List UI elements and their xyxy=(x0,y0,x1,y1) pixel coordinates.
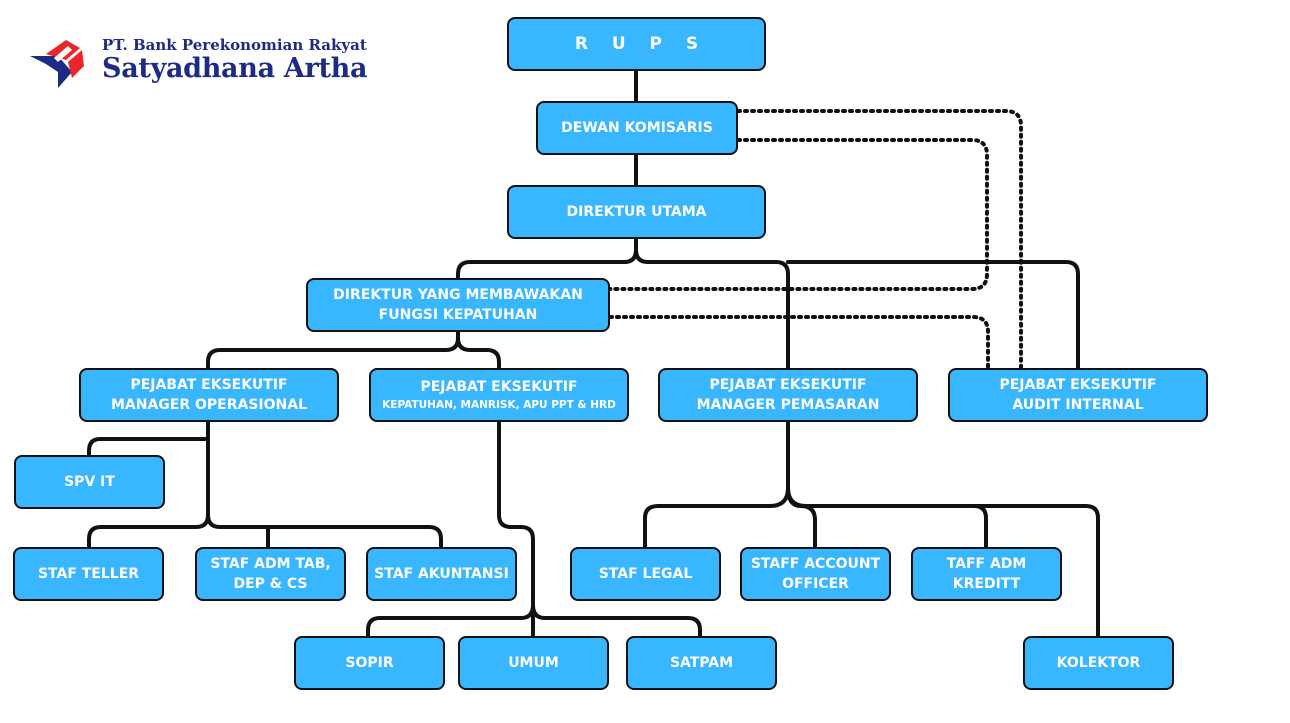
node-kolektor-label: KOLEKTOR xyxy=(1056,655,1141,671)
node-pe-audit[interactable]: PEJABAT EKSEKUTIF AUDIT INTERNAL xyxy=(948,368,1208,422)
node-satpam[interactable]: SATPAM xyxy=(626,636,777,690)
node-taff-adm-kredit-line2: KREDITT xyxy=(952,576,1021,592)
connector-kepatuhan-operasional xyxy=(206,329,460,371)
node-pe-audit-line2: AUDIT INTERNAL xyxy=(1012,397,1144,413)
node-staf-akuntansi-label: STAF AKUNTANSI xyxy=(374,566,509,582)
node-staf-legal-label: STAF LEGAL xyxy=(598,566,693,582)
connector-dirut-audit xyxy=(786,260,1080,371)
node-staf-legal[interactable]: STAF LEGAL xyxy=(570,547,721,601)
node-staf-teller[interactable]: STAF TELLER xyxy=(13,547,164,601)
connector-operasional-spv-it-branch xyxy=(87,437,210,458)
company-name-line1: PT. Bank Perekonomian Rakyat xyxy=(102,36,367,54)
node-spv-it[interactable]: SPV IT xyxy=(14,455,165,509)
connector-umum-sopir xyxy=(366,603,535,638)
node-kolektor[interactable]: KOLEKTOR xyxy=(1023,636,1174,690)
node-rups[interactable]: R U P S xyxy=(507,17,766,71)
node-satpam-label: SATPAM xyxy=(669,655,734,671)
node-staf-adm-tab-line2: DEP & CS xyxy=(233,576,308,592)
dotted-komisaris-audit xyxy=(736,109,1023,371)
connector-operasional-teller xyxy=(87,513,210,550)
node-pe-kepatuhan[interactable]: PEJABAT EKSEKUTIF KEPATUHAN, MANRISK, AP… xyxy=(369,368,629,422)
node-staf-akuntansi[interactable]: STAF AKUNTANSI xyxy=(366,547,517,601)
node-staf-adm-tab-line1: STAF ADM TAB, xyxy=(210,556,331,572)
node-rups-label: R U P S xyxy=(574,34,708,54)
node-direktur-kepatuhan[interactable]: DIREKTUR YANG MEMBAWAKAN FUNGSI KEPATUHA… xyxy=(306,278,610,332)
node-direktur-kepatuhan-line1: DIREKTUR YANG MEMBAWAKAN xyxy=(333,287,583,303)
node-taff-adm-kredit-line1: TAFF ADM xyxy=(946,556,1027,572)
connector-dirut-kepatuhan xyxy=(456,236,638,282)
node-pe-pemasaran-line1: PEJABAT EKSEKUTIF xyxy=(709,377,867,393)
company-logo: PT. Bank Perekonomian Rakyat Satyadhana … xyxy=(28,36,408,96)
node-sopir[interactable]: SOPIR xyxy=(294,636,445,690)
node-pe-operasional-line2: MANAGER OPERASIONAL xyxy=(110,397,308,413)
connector-pemasaran-admkredit xyxy=(786,486,988,550)
node-staf-teller-label: STAF TELLER xyxy=(37,566,140,582)
node-umum-label: UMUM xyxy=(508,655,559,671)
node-taff-adm-kredit[interactable]: TAFF ADM KREDITT xyxy=(911,547,1062,601)
node-pe-kepatuhan-line2: KEPATUHAN, MANRISK, APU PPT & HRD xyxy=(382,399,616,411)
connector-operasional-spv-it xyxy=(206,419,443,550)
node-staf-adm-tab[interactable]: STAF ADM TAB, DEP & CS xyxy=(195,547,346,601)
connector-kepatuhan-pe-kepatuhan xyxy=(456,336,501,371)
connector-dirut-pemasaran xyxy=(634,248,790,371)
connector-umum-satpam xyxy=(531,603,702,638)
node-direktur-utama[interactable]: DIREKTUR UTAMA xyxy=(507,185,766,239)
node-dewan-komisaris[interactable]: DEWAN KOMISARIS xyxy=(536,101,738,155)
node-pe-operasional-line1: PEJABAT EKSEKUTIF xyxy=(130,377,288,393)
node-pe-pemasaran-line2: MANAGER PEMASARAN xyxy=(696,397,880,413)
node-pe-kepatuhan-line1: PEJABAT EKSEKUTIF xyxy=(420,379,578,395)
node-sopir-label: SOPIR xyxy=(345,655,394,671)
bank-logo-icon xyxy=(30,40,84,88)
connector-pemasaran-ao xyxy=(786,486,817,550)
dotted-kepatuhan-audit xyxy=(608,315,990,371)
node-staff-ao-line2: OFFICER xyxy=(782,576,849,592)
connector-pe-kepatuhan-umum xyxy=(497,419,535,638)
connector-pemasaran-legal xyxy=(643,419,790,550)
node-staff-ao-line1: STAFF ACCOUNT xyxy=(750,556,881,572)
node-pe-operasional[interactable]: PEJABAT EKSEKUTIF MANAGER OPERASIONAL xyxy=(79,368,339,422)
node-direktur-utama-label: DIREKTUR UTAMA xyxy=(566,204,707,220)
node-dewan-komisaris-label: DEWAN KOMISARIS xyxy=(561,120,713,136)
dotted-komisaris-kepatuhan xyxy=(608,138,989,291)
node-umum[interactable]: UMUM xyxy=(458,636,609,690)
node-direktur-kepatuhan-line2: FUNGSI KEPATUHAN xyxy=(378,307,538,323)
node-pe-audit-line1: PEJABAT EKSEKUTIF xyxy=(999,377,1157,393)
node-staff-account-officer[interactable]: STAFF ACCOUNT OFFICER xyxy=(740,547,891,601)
node-pe-pemasaran[interactable]: PEJABAT EKSEKUTIF MANAGER PEMASARAN xyxy=(658,368,918,422)
connector-pemasaran-kolektor xyxy=(972,504,1100,638)
node-spv-it-label: SPV IT xyxy=(64,474,115,490)
company-name-line2: Satyadhana Artha xyxy=(102,53,368,84)
